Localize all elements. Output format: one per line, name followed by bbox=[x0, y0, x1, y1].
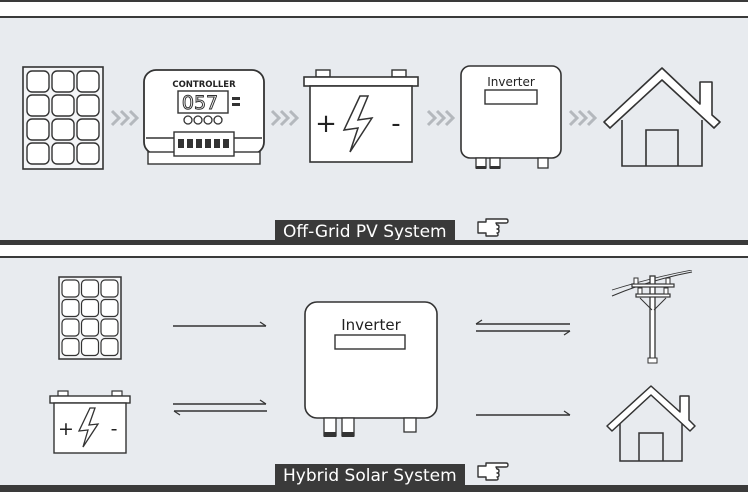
battery-plus: + bbox=[315, 109, 337, 139]
solar-panel-icon bbox=[58, 276, 122, 360]
chevron-arrows-icon bbox=[426, 109, 456, 127]
inverter-icon: Inverter bbox=[460, 65, 562, 169]
top-border-line bbox=[0, 0, 748, 2]
solar-panel-icon bbox=[22, 66, 104, 170]
charge-controller-icon: CONTROLLER 057 bbox=[143, 69, 265, 165]
chevron-arrows-icon bbox=[270, 109, 300, 127]
pointing-hand-icon bbox=[477, 462, 509, 481]
inverter-to-house-arrow bbox=[476, 410, 571, 416]
hybrid-divider bbox=[0, 485, 748, 492]
grid-inverter-arrow bbox=[475, 319, 571, 336]
inverter-label: Inverter bbox=[487, 75, 535, 89]
hybrid-caption: Hybrid Solar System bbox=[275, 464, 465, 488]
battery-minus: - bbox=[111, 418, 118, 440]
battery-icon: + - bbox=[49, 390, 131, 454]
chevron-arrows-icon bbox=[568, 109, 598, 127]
power-pole-icon bbox=[611, 270, 693, 364]
chevron-arrows-icon bbox=[110, 109, 140, 127]
inverter-label: Inverter bbox=[341, 316, 401, 334]
controller-label: CONTROLLER bbox=[172, 80, 236, 90]
pointing-hand-icon bbox=[477, 218, 509, 237]
battery-inverter-arrow bbox=[173, 399, 267, 416]
off-grid-divider bbox=[0, 240, 748, 245]
controller-display: 057 bbox=[182, 92, 218, 114]
solar-to-inverter-arrow bbox=[173, 321, 267, 327]
house-icon bbox=[603, 67, 721, 167]
house-icon bbox=[606, 385, 696, 462]
inverter-icon: Inverter bbox=[304, 301, 438, 437]
battery-plus: + bbox=[58, 418, 74, 440]
battery-minus: - bbox=[391, 109, 400, 139]
battery-icon: + - bbox=[303, 69, 419, 163]
